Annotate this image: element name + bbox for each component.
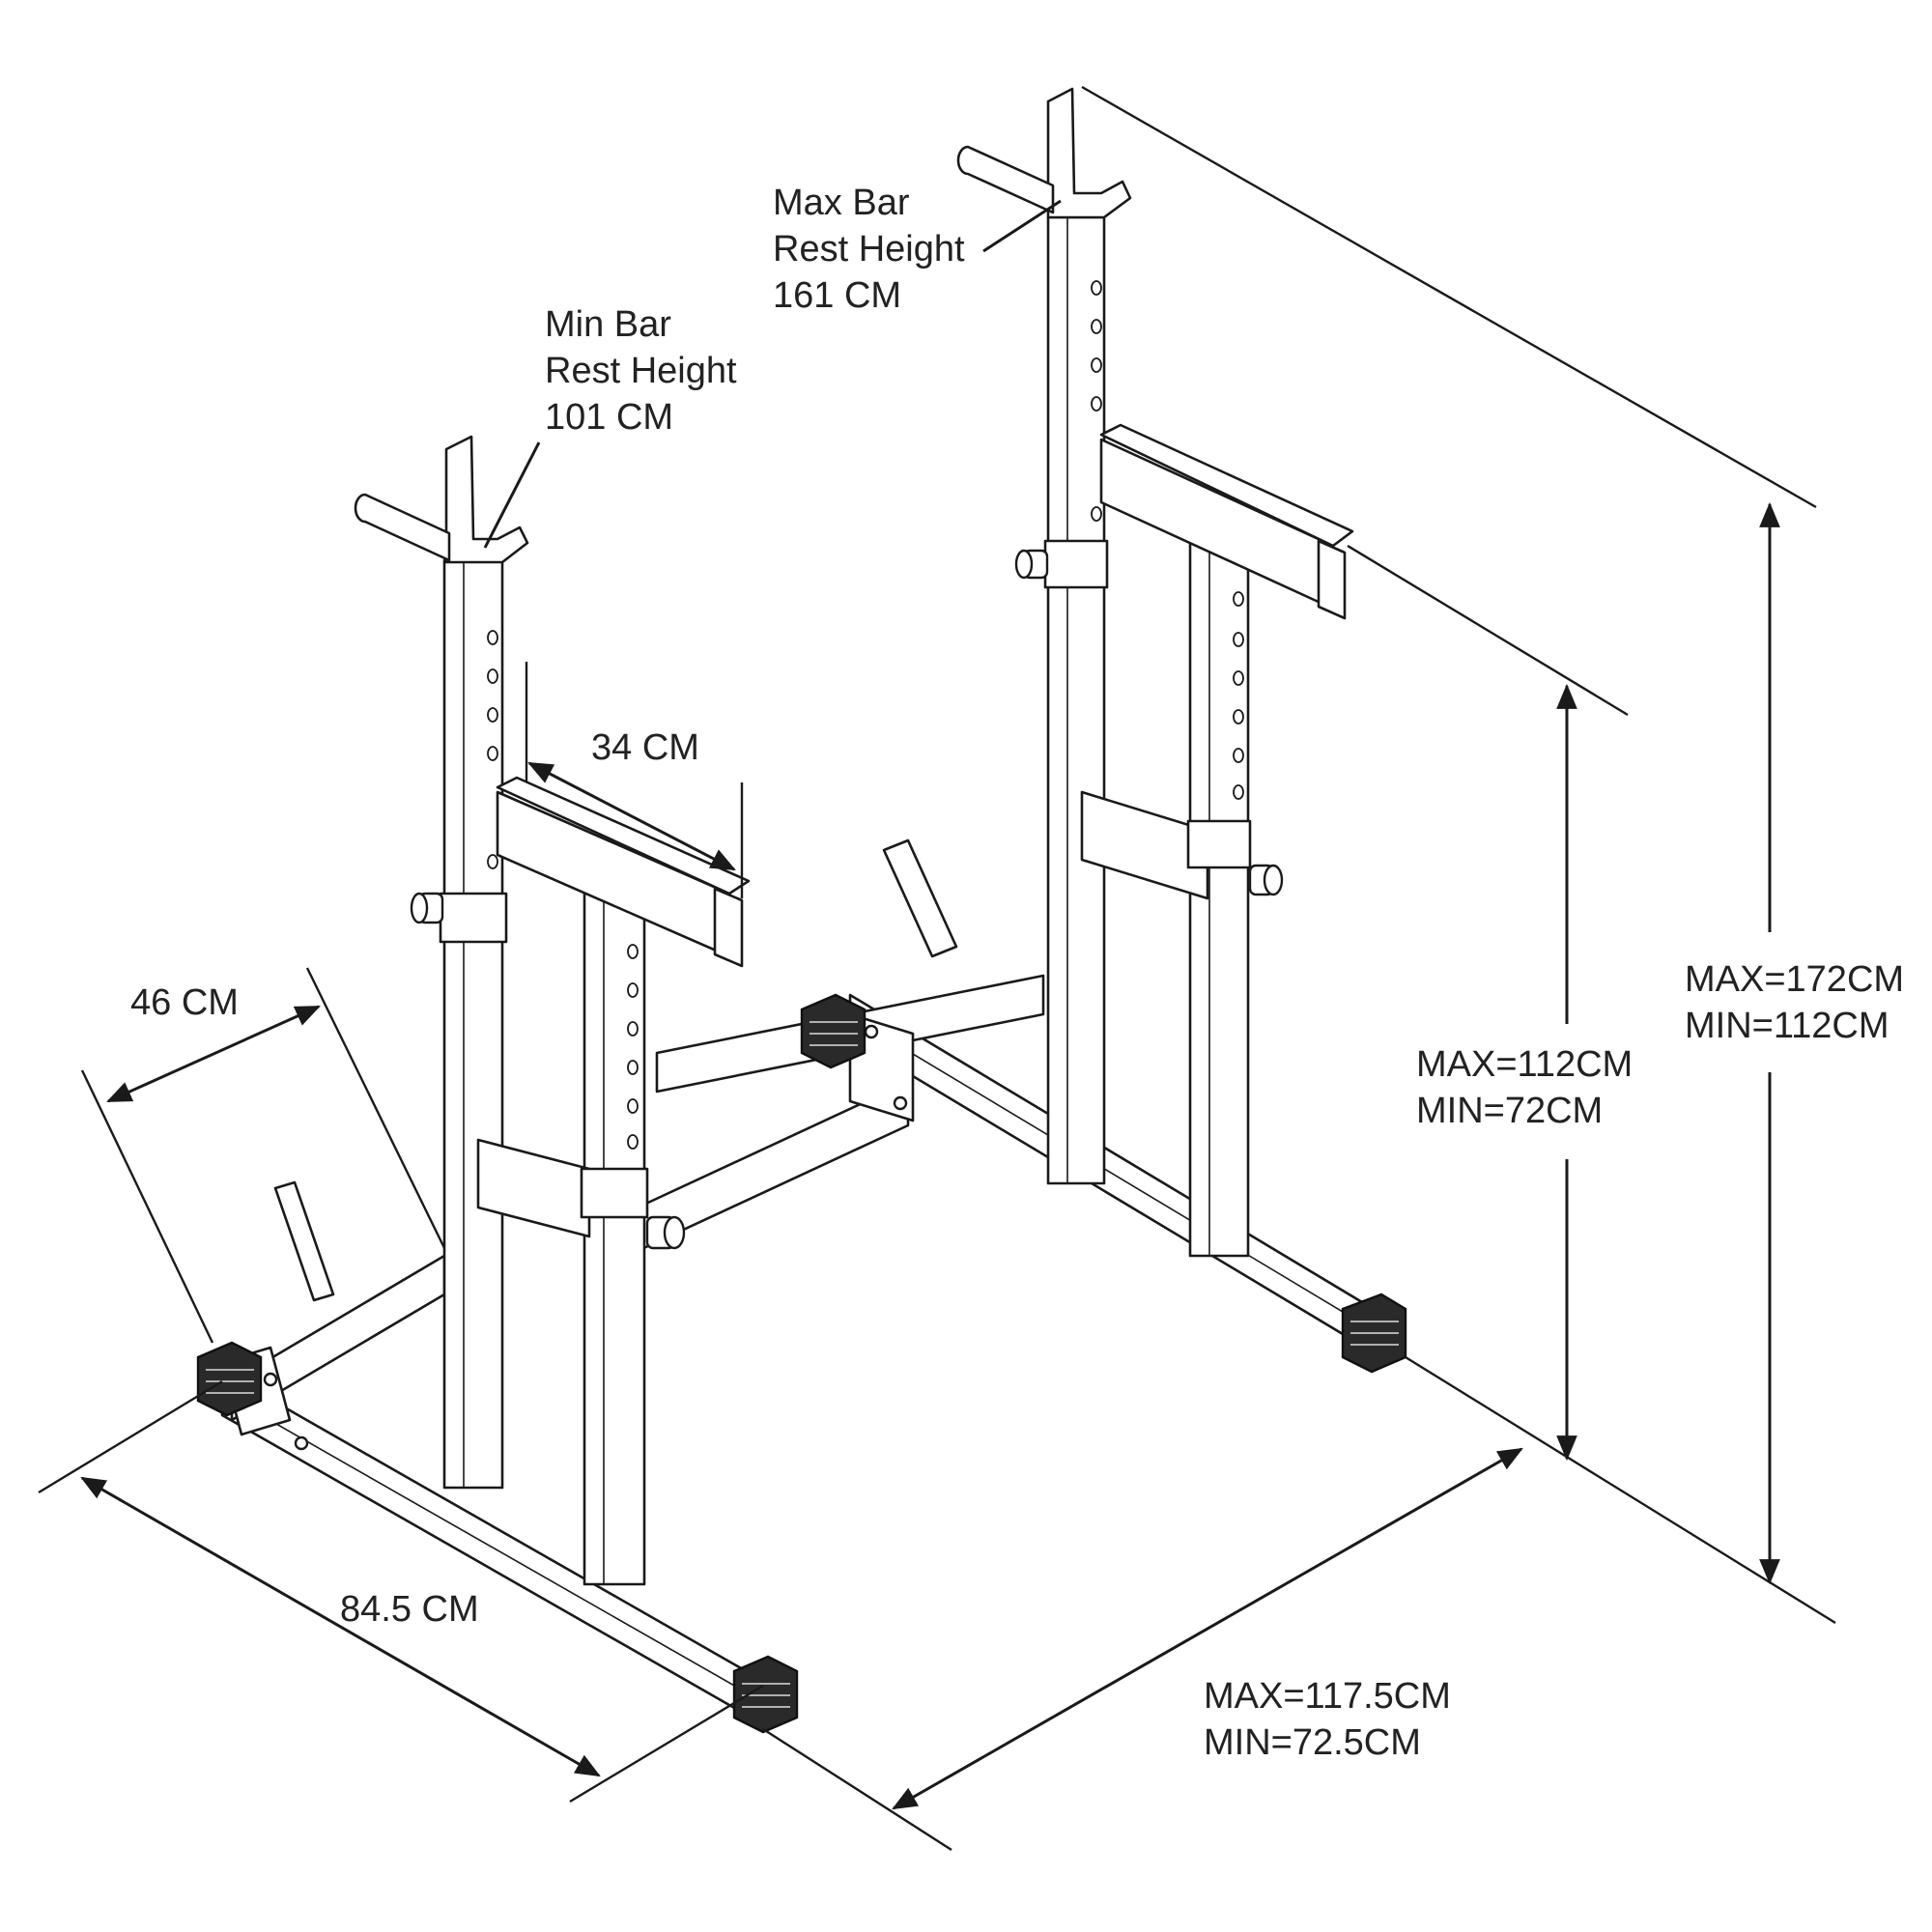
ext-front-left: [569, 1684, 764, 1804]
right-spotter-arm-end: [1317, 539, 1347, 620]
ext-top-right: [1081, 85, 1817, 509]
ext-left-corner: [38, 1379, 223, 1494]
left-spotter-arm-end: [713, 887, 744, 968]
min-bar-rest-leader: [483, 441, 541, 549]
cross-tube-joint: [848, 1012, 915, 1122]
spread-max-label: MAX=117.5CM: [1204, 1676, 1451, 1717]
right-front-collar: [1186, 819, 1252, 869]
min-bar-rest-line3: 101 CM: [545, 397, 673, 438]
max-bar-rest-line2: Rest Height: [773, 229, 965, 270]
left-stand: [196, 435, 799, 1734]
center-cross-tube: [636, 838, 1045, 1253]
dimension-lines: [38, 85, 1836, 1852]
total-height-max-label: MAX=172CM: [1685, 959, 1904, 1000]
right-upright-outer: [1046, 215, 1106, 1185]
dimension-labels: Max Bar Rest Height 161 CM Min Bar Rest …: [130, 183, 1904, 1763]
cradle-height-max-label: MAX=112CM: [1416, 1044, 1633, 1085]
right-upright-holes: [1091, 280, 1244, 800]
ext-front-floor: [762, 1727, 952, 1852]
arm-length-arrow: [527, 761, 736, 871]
spread-arrow: [892, 1447, 1523, 1810]
ext-arm-right: [1347, 544, 1629, 717]
right-upright-front: [1188, 539, 1250, 1258]
left-upright-outer: [442, 558, 504, 1490]
right-bar-cradle: [1046, 87, 1132, 219]
left-crossbar: [476, 1138, 591, 1238]
right-upright-collar: [1043, 539, 1109, 589]
max-bar-rest-line1: Max Bar: [773, 183, 910, 223]
left-knob-upper: [410, 892, 444, 924]
left-rear-foot: [196, 1341, 263, 1417]
spread-min-label: MIN=72.5CM: [1204, 1722, 1421, 1763]
left-front-foot: [732, 1655, 799, 1734]
left-upright-collar: [439, 892, 508, 944]
left-bar-stub: [354, 493, 451, 562]
left-bar-cradle: [444, 435, 529, 564]
right-stand: [848, 87, 1407, 1374]
ext-46-right: [305, 967, 446, 1249]
min-bar-rest-line2: Rest Height: [545, 351, 737, 391]
min-bar-rest-line1: Min Bar: [545, 304, 671, 345]
foot-depth-arrow: [106, 1005, 321, 1103]
left-knob-lower: [645, 1215, 686, 1250]
base-width-arrow: [80, 1476, 601, 1777]
max-bar-rest-leader: [982, 199, 1062, 253]
ext-46-left: [80, 1069, 214, 1344]
cradle-height-min-label: MIN=72CM: [1416, 1091, 1603, 1131]
right-knob-upper: [1014, 549, 1049, 580]
right-spotter-arm-top: [1099, 423, 1354, 548]
left-front-collar: [580, 1167, 649, 1219]
arm-length-label: 34 CM: [591, 727, 699, 768]
center-plate-peg: [882, 838, 958, 958]
right-crossbar: [1080, 790, 1209, 900]
max-bar-rest-line3: 161 CM: [773, 275, 901, 316]
foot-depth-label: 46 CM: [130, 982, 239, 1023]
right-bar-stub: [956, 145, 1055, 214]
total-height-min-label: MIN=112CM: [1685, 1006, 1889, 1046]
left-upright-front: [582, 887, 646, 1586]
left-plate-peg: [273, 1180, 335, 1302]
left-upright-holes: [487, 630, 639, 1150]
base-width-label: 84.5 CM: [340, 1589, 479, 1630]
right-back-foot: [1341, 1293, 1407, 1374]
right-knob-lower: [1248, 864, 1284, 896]
center-left-foot: [800, 993, 867, 1069]
squat-rack-illustration: [196, 87, 1407, 1734]
